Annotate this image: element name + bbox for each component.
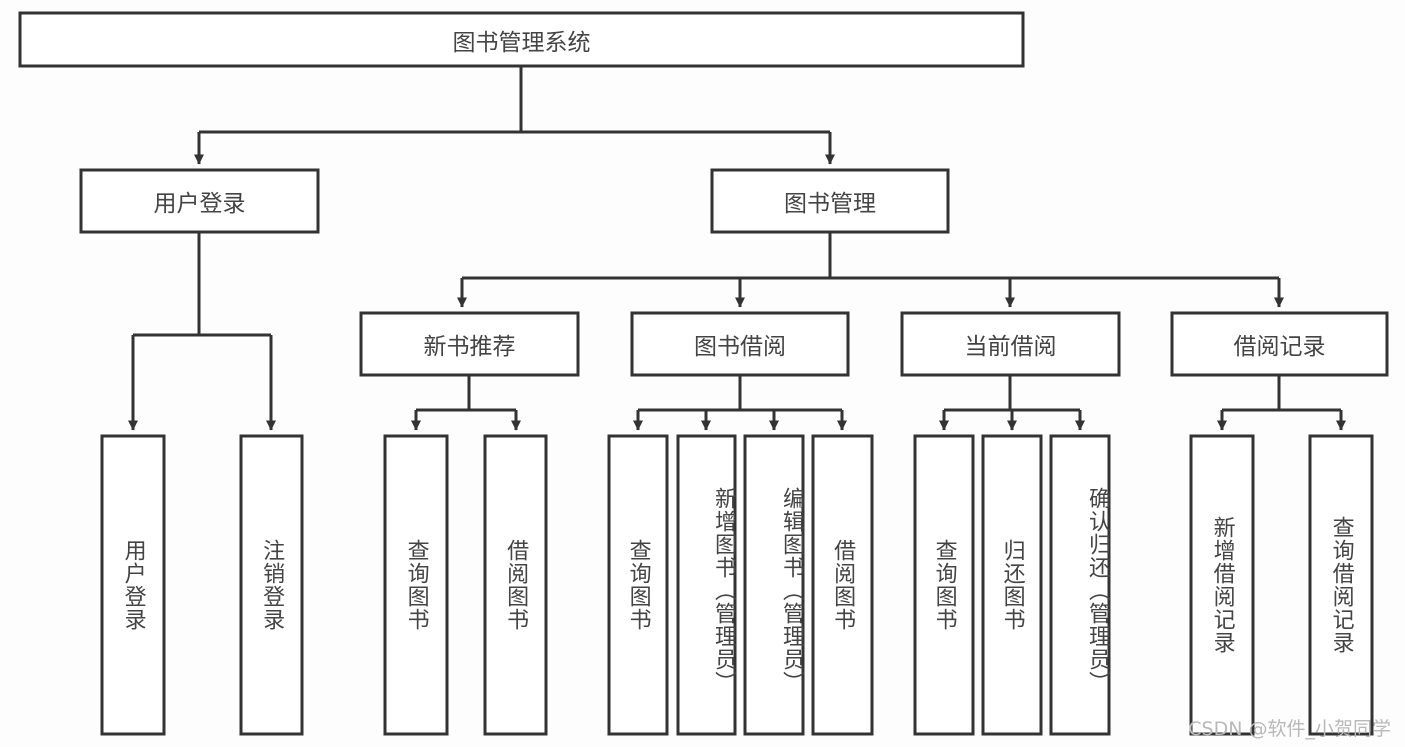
node-leaf-borrow-books-rec[interactable]: [483, 434, 548, 736]
node-book-manage[interactable]: [710, 168, 950, 234]
node-leaf-user-login[interactable]: [100, 434, 166, 736]
node-leaf-query-books-cur[interactable]: [913, 434, 975, 736]
node-leaf-query-borrow-record[interactable]: [1308, 434, 1374, 736]
node-leaf-borrow-book[interactable]: [811, 434, 874, 736]
node-leaf-add-borrow-record[interactable]: [1189, 434, 1255, 736]
node-new-book-recommend[interactable]: [359, 311, 580, 377]
node-user-login[interactable]: [79, 168, 320, 234]
node-leaf-query-books-rec[interactable]: [383, 434, 449, 736]
node-current-borrow[interactable]: [900, 311, 1121, 377]
node-root[interactable]: [18, 11, 1025, 68]
node-leaf-query-books-borrow[interactable]: [607, 434, 669, 736]
node-borrow-record[interactable]: [1170, 311, 1389, 377]
node-leaf-confirm-return-admin[interactable]: [1049, 434, 1111, 736]
node-book-borrow[interactable]: [630, 311, 850, 377]
node-leaf-logout-login[interactable]: [239, 434, 304, 736]
node-leaf-return-book[interactable]: [981, 434, 1043, 736]
node-leaf-add-book-admin[interactable]: [676, 434, 737, 736]
node-leaf-edit-book-admin[interactable]: [743, 434, 805, 736]
